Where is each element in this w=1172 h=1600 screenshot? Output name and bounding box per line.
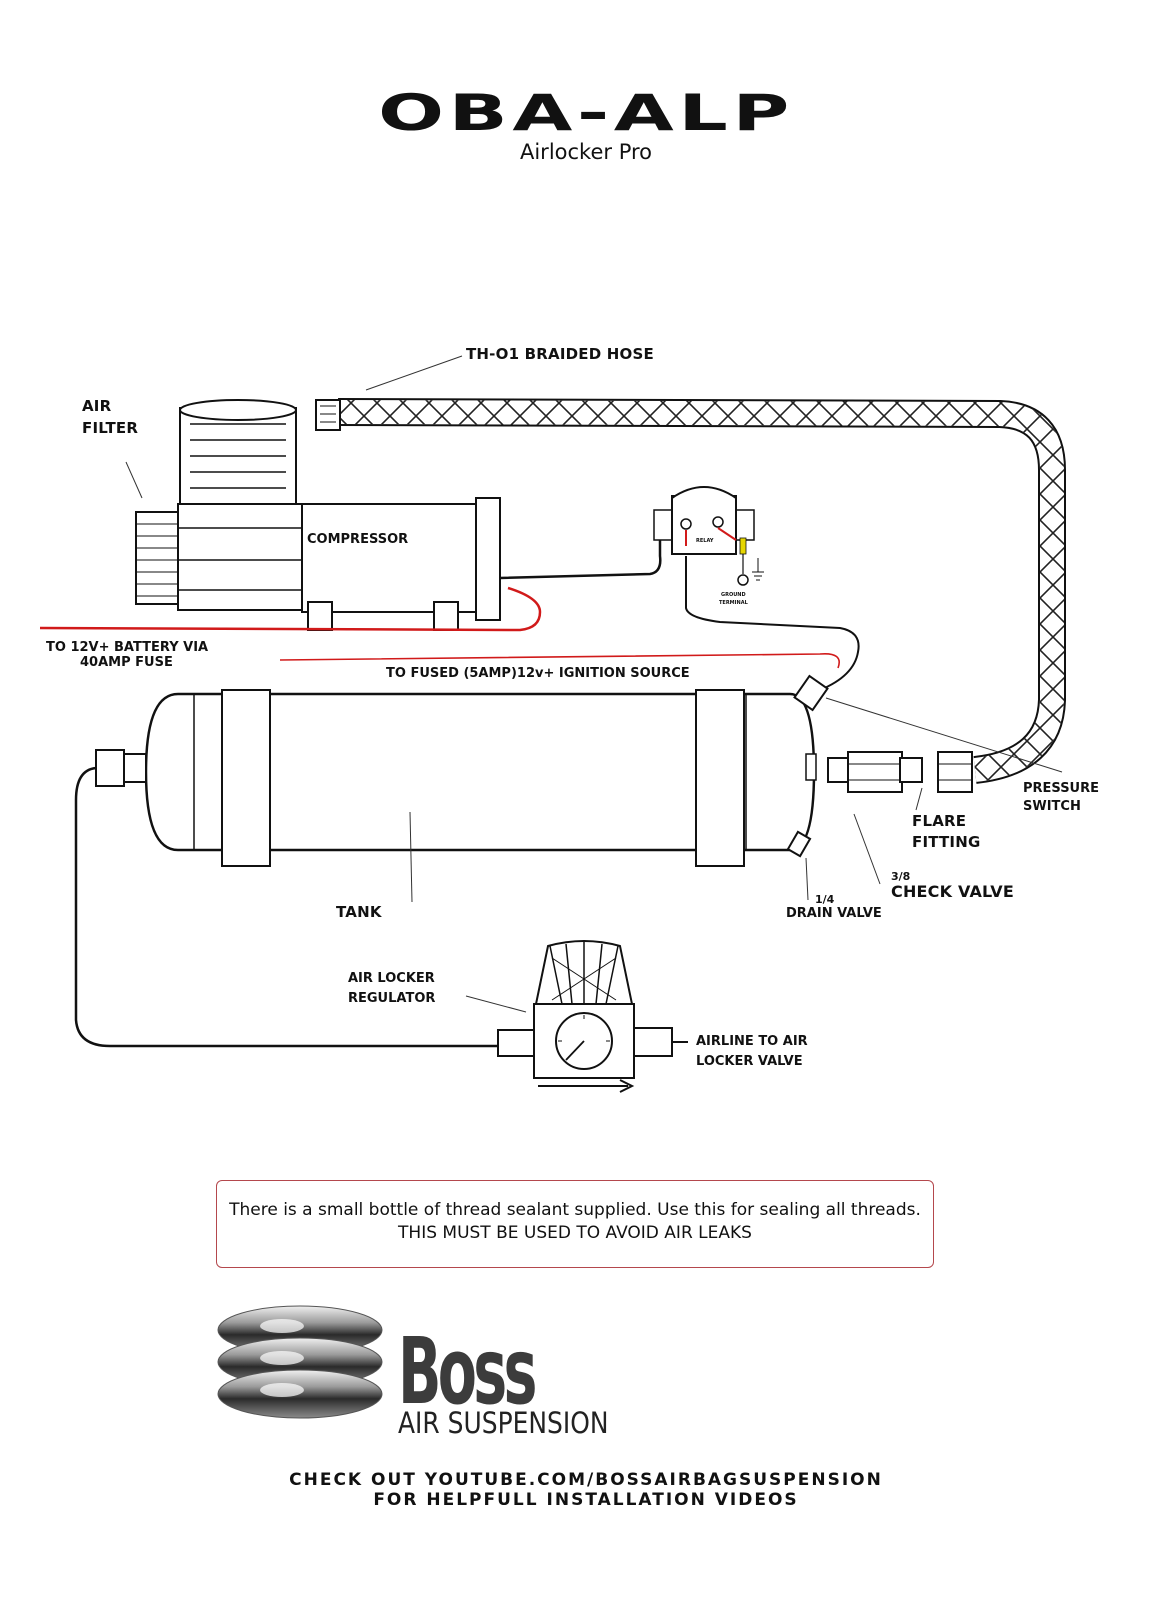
regulator-label-line1: AIR LOCKER: [348, 971, 435, 986]
tank-label: TANK: [336, 903, 382, 921]
compressor-relay-wire: [499, 528, 662, 580]
hose-leader-line: [365, 355, 463, 391]
flare-leader-line: [915, 787, 923, 811]
thread-sealant-note: There is a small bottle of thread sealan…: [216, 1180, 934, 1268]
switch-leader-line: [825, 697, 1063, 773]
check-valve-label: CHECK VALVE: [891, 882, 1014, 901]
air-filter-label-line1: AIR: [82, 397, 112, 415]
check-valve: [827, 751, 923, 793]
compressor-label: COMPRESSOR: [307, 532, 409, 547]
tank-regulator-airline: [74, 766, 498, 1048]
footer-line1: CHECK OUT YOUTUBE.COM/BOSSAIRBAGSUSPENSI…: [289, 1470, 883, 1490]
airline-label-line2: LOCKER VALVE: [696, 1054, 803, 1069]
diagram-title: OBA-ALP: [378, 84, 794, 142]
diagram-subtitle: Airlocker Pro: [519, 140, 653, 164]
note-line2: THIS MUST BE USED TO AVOID AIR LEAKS: [398, 1223, 752, 1243]
braided-hose: [315, 398, 1066, 784]
drain-valve-label: DRAIN VALVE: [786, 906, 882, 921]
braided-hose-label: TH-O1 BRAIDED HOSE: [466, 345, 654, 363]
pressure-switch-label-line1: PRESSURE: [1023, 781, 1100, 796]
battery-wire: [39, 586, 542, 632]
ground-terminal-label-line2: TERMINAL: [719, 600, 748, 606]
flare-fitting-label-line2: FITTING: [912, 833, 981, 851]
drain-leader-line: [805, 857, 809, 901]
boss-logo-emblem: [217, 1305, 383, 1419]
regulator-label-line2: REGULATOR: [348, 991, 436, 1006]
compressor-unit: [135, 399, 501, 631]
check-leader-line: [853, 813, 881, 885]
relay: [653, 486, 764, 586]
footer-line2: FOR HELPFULL INSTALLATION VIDEOS: [373, 1490, 799, 1510]
regulator-leader-line: [465, 995, 527, 1013]
air-filter-label-line2: FILTER: [82, 419, 139, 437]
tank-leader-line: [409, 811, 413, 903]
drain-valve-size-label: 1/4: [815, 893, 835, 906]
check-valve-size-label: 3/8: [891, 870, 911, 883]
filter-leader-line: [125, 461, 143, 499]
ignition-label: TO FUSED (5AMP)12v+ IGNITION SOURCE: [386, 666, 690, 681]
flare-fitting: [937, 751, 973, 793]
air-locker-regulator: [497, 940, 688, 1093]
relay-switch-wire: [685, 556, 860, 691]
boss-logo-text: Boss: [398, 1318, 537, 1425]
boss-logo-tagline: AIR SUSPENSION: [398, 1406, 609, 1440]
air-tank: [95, 674, 829, 867]
ignition-wire: [279, 652, 840, 669]
airline-label-line1: AIRLINE TO AIR: [696, 1034, 808, 1049]
battery-label-line2: 40AMP FUSE: [80, 655, 173, 670]
pressure-switch-label-line2: SWITCH: [1023, 799, 1081, 814]
battery-label-line1: TO 12V+ BATTERY VIA: [46, 640, 209, 655]
note-line1: There is a small bottle of thread sealan…: [229, 1200, 921, 1220]
relay-label: RELAY: [696, 538, 714, 544]
flare-fitting-label-line1: FLARE: [912, 812, 967, 830]
ground-terminal-label-line1: GROUND: [721, 592, 746, 598]
